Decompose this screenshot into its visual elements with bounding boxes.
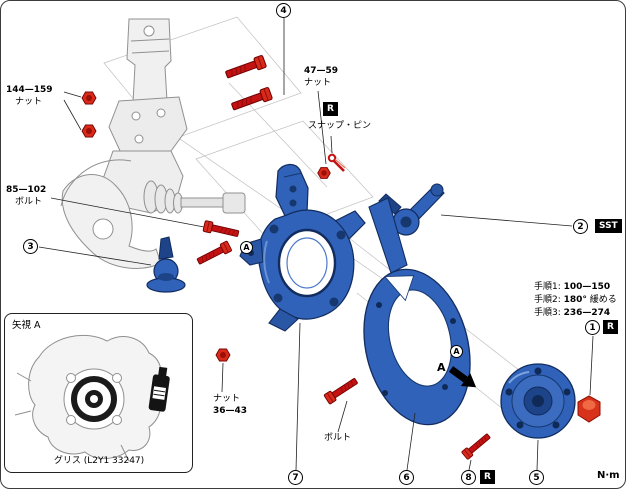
- replace-badge-hub-bolt: R: [480, 470, 495, 484]
- callout-1-label: 1: [589, 322, 596, 333]
- torque-step-1: 手順1: 100—150: [534, 282, 611, 292]
- snap-pin-label: スナップ・ピン: [308, 121, 372, 131]
- callout-8-label: 8: [465, 472, 472, 483]
- strut-bolt-1: [223, 54, 268, 82]
- callout-2-label: 2: [577, 221, 584, 232]
- replace-badge-snap-pin: R: [323, 102, 338, 116]
- stabilizer-nut: [215, 348, 231, 362]
- strut-nut-torque: 144—159: [6, 85, 53, 95]
- ref-a-knuckle: A: [240, 241, 253, 254]
- tie-rod-castle-nut: [317, 167, 331, 179]
- tie-rod-nut-torque: 47—59: [304, 66, 339, 76]
- stabilizer-nut-label: ナット 36—43: [213, 393, 247, 417]
- inset-artwork: [14, 334, 170, 462]
- view-a-inset-box: [4, 313, 193, 473]
- pinch-bolt-torque: 85—102: [6, 185, 47, 195]
- replace-badge-label: R: [484, 472, 491, 482]
- ref-a-knuckle-label: A: [243, 243, 250, 252]
- strut-nut-2: [81, 124, 97, 138]
- callout-1: 1: [585, 320, 600, 335]
- torque-step-3: 手順3: 236—274: [534, 308, 611, 318]
- replace-badge-axle-nut: R: [603, 320, 618, 334]
- callout-5: 5: [529, 470, 544, 485]
- lower-bolt-knuckle: [195, 240, 233, 267]
- axle-nut-steps: 手順1: 100—150 手順2: 180° 緩める 手順3: 236—274: [534, 281, 617, 320]
- pinch-bolt-part: ボルト: [15, 197, 43, 207]
- replace-badge-label: R: [607, 322, 614, 332]
- hub-bolt: [460, 431, 493, 461]
- suspension-assembly-art: [60, 18, 246, 269]
- callout-5-label: 5: [533, 472, 540, 483]
- callout-8: 8: [461, 470, 476, 485]
- ref-a-shield-label: A: [453, 347, 460, 356]
- strut-nut-1: [81, 91, 97, 105]
- callout-4-label: 4: [280, 5, 287, 16]
- snap-pin-part: [327, 153, 346, 172]
- stabilizer-nut-part: ナット: [213, 394, 241, 404]
- strut-nut-part: ナット: [15, 97, 43, 107]
- callout-6-label: 6: [403, 472, 410, 483]
- sst-badge: SST: [595, 219, 622, 233]
- strut-nut-label: 144—159 ナット: [6, 84, 53, 108]
- callout-3: 3: [23, 239, 38, 254]
- callout-4: 4: [276, 3, 291, 18]
- shield-long-bolt: [323, 375, 360, 405]
- stabilizer-nut-torque: 36—43: [213, 406, 248, 416]
- torque-step-2: 手順2: 180° 緩める: [534, 295, 617, 305]
- view-a-arrow-icon: [448, 366, 477, 388]
- units-label: N·m: [597, 470, 620, 481]
- pinch-bolt: [202, 220, 240, 240]
- view-a-direction-label: A: [437, 361, 446, 374]
- pinch-bolt-label: 85—102 ボルト: [6, 184, 46, 208]
- callout-7: 7: [288, 470, 303, 485]
- ref-a-shield: A: [450, 345, 463, 358]
- inset-title: 矢視 A: [12, 320, 41, 331]
- brake-dust-shield: [363, 197, 471, 426]
- grease-bottle-icon: [148, 366, 170, 412]
- tie-rod-nut-label: 47—59 ナット: [304, 65, 338, 89]
- leader-lines: [38, 18, 594, 471]
- hub-bearing-assembly: [500, 363, 576, 439]
- shield-bolt-label: ボルト: [324, 433, 352, 443]
- steering-knuckle: [239, 163, 366, 332]
- tie-rod-end: [378, 183, 445, 236]
- replace-badge-label: R: [327, 104, 334, 114]
- sst-badge-label: SST: [599, 221, 618, 231]
- callout-7-label: 7: [292, 472, 299, 483]
- callout-6: 6: [399, 470, 414, 485]
- grease-label: グリス (L2Y1 33247): [53, 456, 145, 466]
- callout-3-label: 3: [27, 241, 34, 252]
- tie-rod-nut-part: ナット: [304, 78, 332, 88]
- callout-2: 2: [573, 219, 588, 234]
- axle-nut-cap: [577, 395, 601, 423]
- ball-joint: [146, 236, 186, 293]
